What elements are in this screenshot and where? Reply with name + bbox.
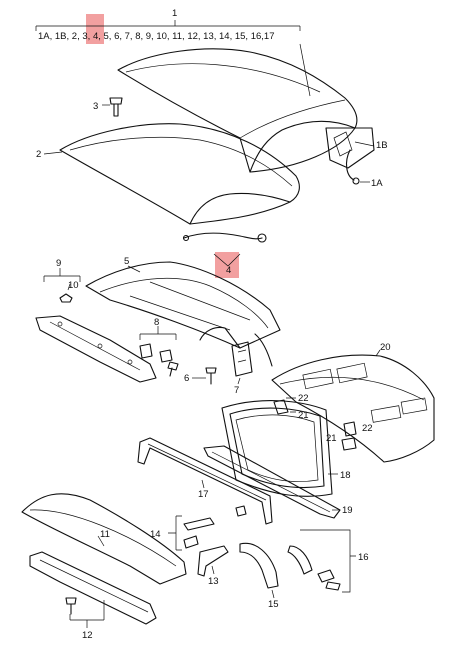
highlight-part-3 bbox=[86, 14, 104, 44]
leader-10 bbox=[67, 283, 71, 291]
part-1A-cable bbox=[345, 149, 355, 181]
part-1A-connector bbox=[352, 177, 360, 185]
label-1A: 1A bbox=[371, 178, 383, 189]
part-18-rear-window bbox=[221, 400, 333, 497]
label-21-a: 21 bbox=[298, 410, 309, 421]
header-number: 1 bbox=[172, 8, 177, 19]
label-4: 4 bbox=[226, 265, 231, 276]
part-12-bolt bbox=[65, 597, 77, 615]
leader-13 bbox=[211, 565, 215, 575]
leader-17 bbox=[201, 479, 205, 489]
label-17: 17 bbox=[198, 489, 209, 500]
part-7-bracket bbox=[231, 341, 253, 377]
leader-7 bbox=[237, 377, 241, 385]
leader-2 bbox=[43, 151, 63, 155]
part-19-bolt bbox=[235, 505, 247, 517]
label-7: 7 bbox=[234, 385, 239, 396]
leader-5 bbox=[127, 265, 141, 273]
part-1-soft-top bbox=[117, 48, 375, 173]
part-15-cover bbox=[239, 542, 279, 589]
header-bracket bbox=[35, 20, 301, 31]
part-8-clip-a bbox=[139, 343, 153, 359]
part-19-detail bbox=[211, 451, 331, 513]
part-12-lower-rail bbox=[29, 551, 157, 625]
label-14: 14 bbox=[150, 529, 161, 540]
part-2-headliner bbox=[59, 123, 300, 225]
label-19: 19 bbox=[342, 505, 353, 516]
part-21-clip-a bbox=[273, 399, 289, 415]
label-3: 3 bbox=[93, 101, 98, 112]
leader-20 bbox=[375, 349, 381, 357]
part-21-clip-b bbox=[341, 437, 357, 451]
label-9: 9 bbox=[56, 258, 61, 269]
part-20-mat bbox=[271, 354, 435, 463]
label-5: 5 bbox=[124, 256, 129, 267]
part-6-bolt bbox=[205, 367, 217, 385]
label-20: 20 bbox=[380, 342, 391, 353]
leader-1B bbox=[354, 141, 375, 147]
leader-22-21-a bbox=[286, 397, 296, 413]
label-18: 18 bbox=[340, 470, 351, 481]
part-4-cable bbox=[182, 232, 267, 267]
leader-4 bbox=[213, 253, 241, 267]
part-10-clip bbox=[59, 293, 73, 303]
part-22-clip-b bbox=[343, 421, 357, 437]
label-12: 12 bbox=[82, 630, 93, 641]
part-17-seal bbox=[137, 437, 273, 525]
leader-14 bbox=[168, 515, 182, 551]
label-2: 2 bbox=[36, 149, 41, 160]
leader-8 bbox=[139, 326, 177, 340]
label-10: 10 bbox=[68, 280, 79, 291]
leader-9 bbox=[43, 268, 81, 282]
part-9-rail bbox=[35, 315, 157, 383]
part-19-trim bbox=[203, 445, 341, 519]
part-13-trim bbox=[197, 545, 229, 577]
label-1B: 1B bbox=[376, 140, 388, 151]
leader-16 bbox=[300, 529, 356, 593]
label-6: 6 bbox=[184, 373, 189, 384]
leader-12 bbox=[69, 600, 105, 628]
part-3-screw bbox=[109, 97, 123, 117]
label-13: 13 bbox=[208, 576, 219, 587]
part-11-front-bow bbox=[21, 493, 187, 585]
leader-1 bbox=[299, 43, 311, 97]
label-22-b: 22 bbox=[362, 423, 373, 434]
part-5-panel bbox=[85, 261, 281, 367]
label-15: 15 bbox=[268, 599, 279, 610]
part-16-screw bbox=[325, 581, 341, 591]
label-16: 16 bbox=[358, 552, 369, 563]
leader-11 bbox=[97, 535, 105, 547]
part-7-detail bbox=[237, 349, 247, 363]
label-8: 8 bbox=[154, 317, 159, 328]
part-14-arm bbox=[183, 517, 215, 531]
label-21-b: 21 bbox=[326, 433, 337, 444]
part-16-clip bbox=[317, 569, 335, 583]
header-parts-list: 1A, 1B, 2, 3, 4, 5, 6, 7, 8, 9, 10, 11, … bbox=[38, 31, 274, 42]
part-8-screw bbox=[167, 361, 179, 377]
part-16-strip bbox=[287, 545, 313, 575]
label-11: 11 bbox=[100, 529, 110, 540]
leader-15 bbox=[271, 589, 275, 599]
part-14-pin bbox=[183, 535, 199, 549]
part-8-clip-b bbox=[159, 349, 173, 363]
label-22-a: 22 bbox=[298, 393, 309, 404]
